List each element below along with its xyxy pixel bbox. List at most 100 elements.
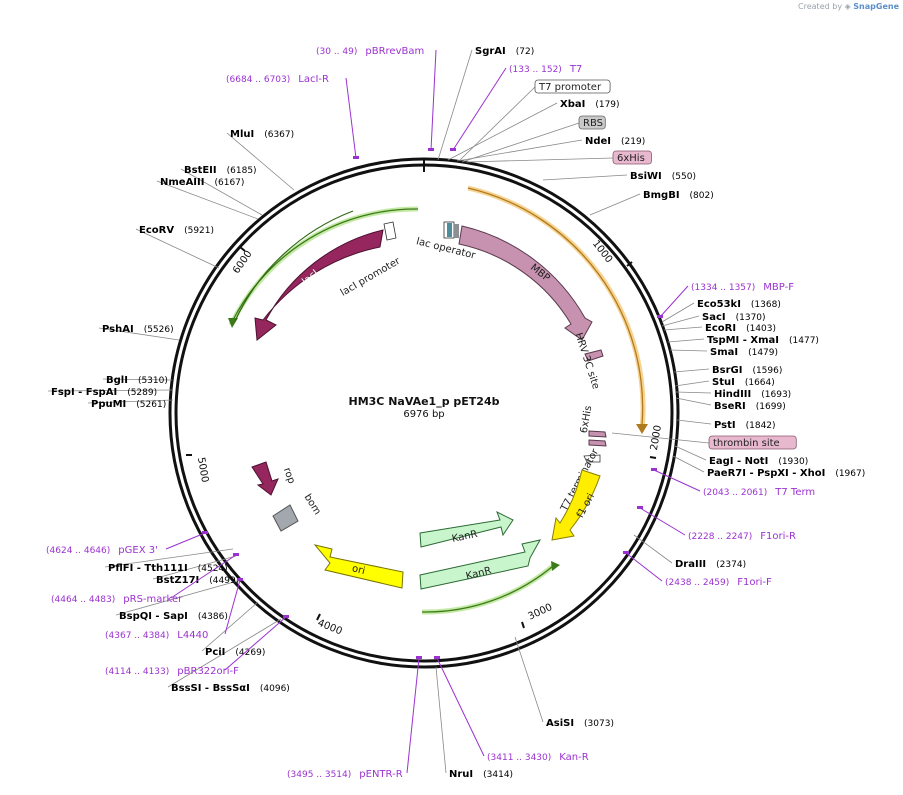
boxed-frame-thrombin-site[interactable] [708,435,797,450]
site-leader-hindiii [675,391,712,394]
primer-label-mbp-f[interactable]: (1334 .. 1357)MBP-F [691,282,794,293]
site-label-psti[interactable]: PstI(1842) [714,420,776,431]
site-label-nrui[interactable]: NruI(3414) [449,769,513,780]
primer-label-pentr-r[interactable]: (3495 .. 3514)pENTR-R [287,769,403,780]
site-label-pshai[interactable]: PshAI(5526) [102,324,174,335]
site-label-xbai[interactable]: XbaI(179) [560,99,620,110]
boxed-frame-t7-promoter[interactable] [534,79,611,94]
site-label-paer7i-pspxi-xhoi[interactable]: PaeR7I - PspXI - XhoI(1967) [707,468,865,479]
primer-mark-t7-term [651,468,657,471]
primer-label-pbrrevbam[interactable]: (30 .. 49)pBRrevBam [316,46,424,57]
site-label-hindiii[interactable]: HindIII(1693) [714,389,791,400]
site-label-saci[interactable]: SacI(1370) [702,312,766,323]
site-label-draiii[interactable]: DraIII(2374) [675,559,746,570]
boxed-frame-rbs[interactable] [578,115,606,130]
primer-leader-pentr-r [406,657,420,774]
snapgene-logo-icon: ◈ [844,2,851,11]
site-label-nmeaiii[interactable]: NmeAIII(6167) [160,177,244,188]
site-leader-paer7i-pspxi-xhoi [672,455,705,473]
site-label-bgli[interactable]: BglI(5310) [106,375,168,386]
site-label-fspi-fspai[interactable]: FspI - FspAI(5289) [51,387,157,398]
site-label-pflfi-tth111i[interactable]: PflFI - Tth111I(4524) [108,563,228,574]
orf-kanr-arrowhead [551,561,560,571]
bom-feature[interactable] [272,504,299,532]
primer-label-pgex-3[interactable]: (4624 .. 4646)pGEX 3' [46,545,158,556]
primer-leader-kan-r [436,657,485,757]
site-leader-pflfi-tth111i [104,548,234,568]
kanr-label-1: KanR [451,529,479,545]
site-leader-lines [47,49,712,774]
hrv-3c-site-mark [584,349,604,362]
site-label-ndei[interactable]: NdeI(219) [585,136,645,147]
site-leader-asisi [514,636,544,723]
primer-label-laci-r[interactable]: (6684 .. 6703)LacI-R [226,74,329,85]
site-leader-psti [676,419,712,425]
rop-feature[interactable] [251,461,279,496]
rbs-mark [454,224,459,238]
primer-mark-prs-marker [233,553,239,556]
site-leader-bspqi-sapi [115,579,242,616]
primer-leader-pbr322ori-f [224,616,287,671]
primer-label-f1ori-f[interactable]: (2438 .. 2459)F1ori-F [665,577,772,588]
primer-leader-lines [165,49,701,774]
primer-label-l4440[interactable]: (4367 .. 4384)L4440 [105,630,208,641]
site-label-bseri[interactable]: BseRI(1699) [714,401,786,412]
primer-mark-f1ori-f [623,551,629,554]
site-label-bsssi-bsss-i[interactable]: BssSI - BssSαI(4096) [171,683,290,694]
tick-4000 [316,613,321,621]
site-leader-tspmi-xmai [667,338,705,343]
boxed-frame-6xhis[interactable] [612,150,652,165]
site-label-bstz17i[interactable]: BstZ17I(4499) [156,575,239,586]
primer-label-f1ori-r[interactable]: (2228 .. 2247)F1ori-R [688,531,796,542]
kanr-feature-2[interactable] [419,539,541,590]
primer-label-pbr322ori-f[interactable]: (4114 .. 4133)pBR322ori-F [105,666,239,677]
bom-label: bom [302,492,323,517]
site-label-ecorv[interactable]: EcoRV(5921) [139,225,214,236]
laci-feature[interactable] [254,229,384,341]
tick-label-4000: 4000 [316,618,344,638]
primer-leader-t7-term [653,469,701,492]
primer-label-prs-marker[interactable]: (4464 .. 4483)pRS-marker [51,594,183,605]
site-label-eco53ki[interactable]: Eco53kI(1368) [697,299,781,310]
site-label-tspmi-xmai[interactable]: TspMI - XmaI(1477) [707,335,819,346]
laci-promoter-mark [383,221,397,241]
f1-ori-feature[interactable] [551,469,601,541]
primer-label-kan-r[interactable]: (3411 .. 3430)Kan-R [487,752,589,763]
site-leader-eagi-noti [674,445,707,461]
site-label-bmgbi[interactable]: BmgBI(802) [643,190,714,201]
site-leader-ecorv [135,228,220,269]
orf-mbp-fusion-arrowhead [636,424,648,434]
ori-feature[interactable] [313,544,404,589]
site-label-smai[interactable]: SmaI(1479) [710,347,778,358]
site-label-mlui[interactable]: MluI(6367) [230,129,294,140]
site-label-ppumi[interactable]: PpuMI(5261) [91,399,166,410]
primer-label-t7[interactable]: (133 .. 152)T7 [509,64,582,75]
primer-mark-laci-r [353,156,359,159]
site-label-asisi[interactable]: AsiSI(3073) [546,718,614,729]
site-label-eagi-noti[interactable]: EagI - NotI(1930) [709,456,808,467]
site-label-bspqi-sapi[interactable]: BspQI - SapI(4386) [119,611,228,622]
orf-kanr-line [421,565,554,613]
primer-mark-kan-r [434,656,440,659]
mbp-feature[interactable] [458,225,593,341]
site-label-sgrai[interactable]: SgrAI(72) [475,46,534,57]
kanr-feature-1[interactable] [419,510,514,548]
site-label-bsrgi[interactable]: BsrGI(1596) [712,365,782,376]
primer-mark-pbrrevbam [428,148,434,151]
site-label-ecori[interactable]: EcoRI(1403) [705,323,776,334]
site-label-stui[interactable]: StuI(1664) [712,377,775,388]
site-leader-bsiwi [542,174,628,181]
site-leader-bsssi-bsss-i [167,618,282,688]
primer-mark-l4440 [237,578,243,581]
site-leader-mlui [226,132,295,191]
primer-leader-prs-marker [170,554,237,599]
his-tag-label: 6xHis [579,405,595,434]
site-leader-nrui [435,666,447,774]
primer-label-t7-term[interactable]: (2043 .. 2061)T7 Term [703,487,815,498]
boxed-label-rbs: RBS [583,118,603,129]
primer-leader-laci-r [345,77,357,159]
site-label-bsteii[interactable]: BstEII(6185) [184,165,257,176]
site-label-pcii[interactable]: PciI(4269) [205,647,265,658]
site-label-bsiwi[interactable]: BsiWI(550) [630,171,696,182]
